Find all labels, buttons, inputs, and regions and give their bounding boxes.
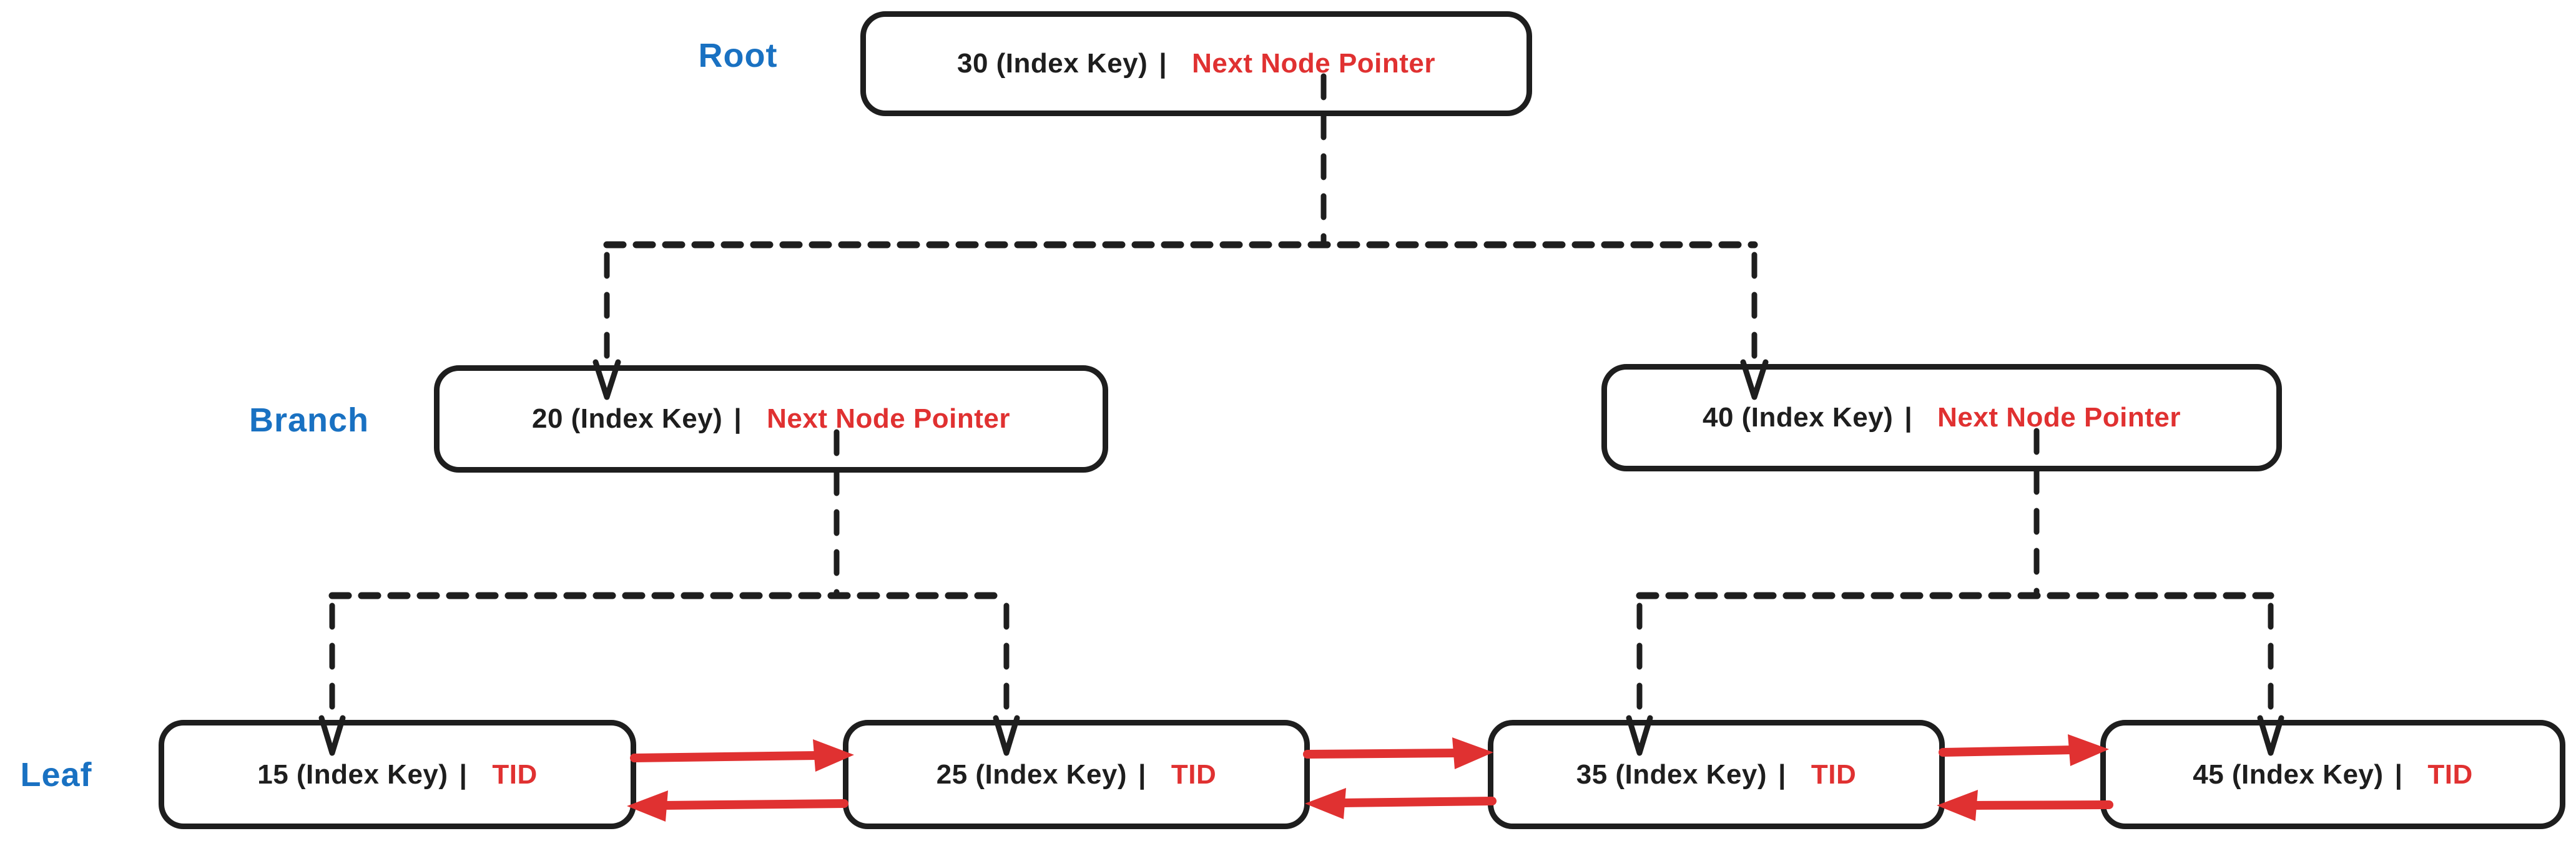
branch-node-20-separator: | — [734, 403, 742, 434]
branch-node-40-separator: | — [1904, 402, 1913, 433]
edge-root-to-branches — [592, 73, 1769, 400]
root-level-label: Root — [698, 37, 778, 74]
leaf-node-45: 45 (Index Key) | TID — [2100, 720, 2565, 829]
root-node: 30 (Index Key) | Next Node Pointer — [860, 11, 1532, 116]
leaf-node-25-separator: | — [1138, 759, 1146, 790]
leaf-link-15-25 — [627, 739, 854, 822]
leaf-node-45-pointer: TID — [2427, 759, 2473, 790]
leaf-level-label: Leaf — [20, 756, 92, 794]
leaf-node-15-separator: | — [459, 759, 468, 790]
leaf-node-25-pointer: TID — [1171, 759, 1217, 790]
leaf-node-45-key: 45 (Index Key) — [2193, 759, 2384, 790]
branch-node-20-key: 20 (Index Key) — [531, 403, 723, 434]
branch-node-40-key: 40 (Index Key) — [1702, 402, 1894, 433]
branch-node-20: 20 (Index Key) | Next Node Pointer — [434, 365, 1108, 473]
root-node-key: 30 (Index Key) — [956, 48, 1148, 79]
leaf-node-15-key: 15 (Index Key) — [257, 759, 448, 790]
leaf-node-15-pointer: TID — [492, 759, 538, 790]
root-node-separator: | — [1159, 48, 1168, 79]
leaf-node-25-key: 25 (Index Key) — [936, 759, 1128, 790]
branch-node-20-pointer: Next Node Pointer — [767, 403, 1011, 434]
leaf-node-25: 25 (Index Key) | TID — [843, 720, 1310, 829]
leaf-node-35-separator: | — [1778, 759, 1786, 790]
branch-level-label: Branch — [248, 401, 370, 439]
leaf-node-35-key: 35 (Index Key) — [1576, 759, 1767, 790]
leaf-link-25-35 — [1303, 737, 1497, 819]
leaf-node-45-separator: | — [2394, 759, 2403, 790]
edge-branch40-to-leaves — [1626, 428, 2284, 756]
leaf-link-35-45 — [1937, 734, 2113, 821]
branch-node-40-pointer: Next Node Pointer — [1937, 402, 2181, 433]
leaf-node-15: 15 (Index Key) | TID — [159, 720, 636, 829]
branch-node-40: 40 (Index Key) | Next Node Pointer — [1601, 364, 2282, 471]
leaf-node-35: 35 (Index Key) | TID — [1488, 720, 1945, 829]
red-arrowhead-left — [1305, 788, 1346, 819]
root-node-pointer: Next Node Pointer — [1192, 48, 1436, 79]
leaf-node-35-pointer: TID — [1811, 759, 1857, 790]
edge-branch20-to-leaves — [318, 429, 1020, 756]
